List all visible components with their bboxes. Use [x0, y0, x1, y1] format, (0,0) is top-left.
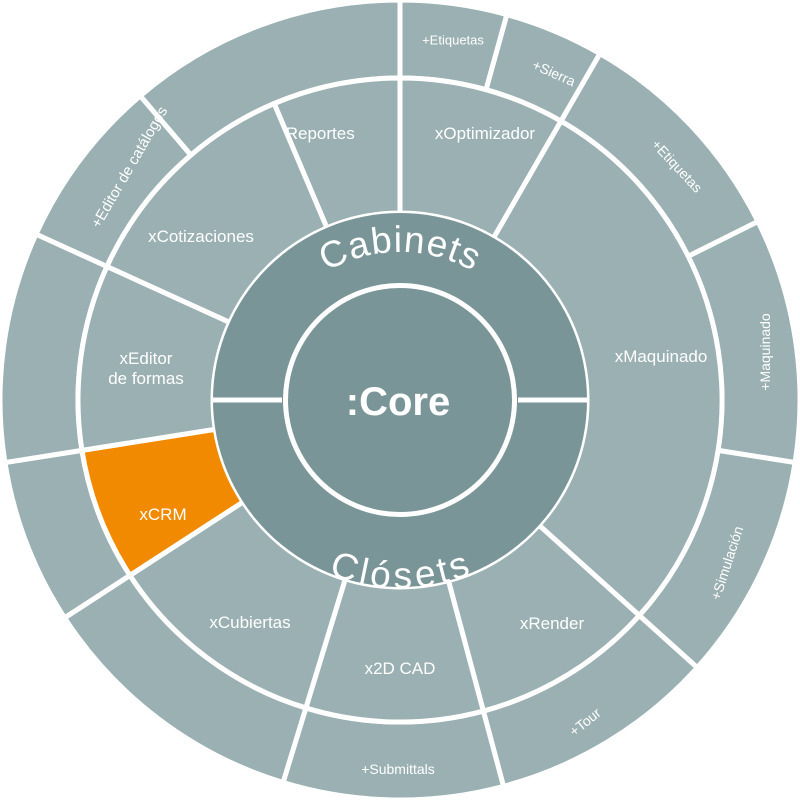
x2dcad-label: x2D CAD: [365, 659, 436, 678]
core: :Core: [283, 283, 517, 517]
addon-etiquetas-top-label: +Etiquetas: [422, 33, 484, 48]
core-circle: [288, 288, 512, 512]
xcotizaciones-label: xCotizaciones: [148, 227, 254, 246]
xoptimizador-label: xOptimizador: [435, 124, 535, 143]
xrender-label: xRender: [520, 614, 585, 633]
xreportes-label: xReportes: [277, 124, 354, 143]
xmaquinado-label: xMaquinado: [615, 347, 708, 366]
xcrm-label: xCRM: [139, 505, 186, 524]
addon-maquinado-label: +Maquinado: [757, 313, 773, 391]
addon-submittals-label: +Submittals: [361, 761, 435, 777]
core-label: :Core: [346, 380, 450, 424]
xcubiertas-label: xCubiertas: [209, 613, 290, 632]
module-ring: xReportes xOptimizador xMaquinado xRender x2…: [75, 75, 725, 725]
